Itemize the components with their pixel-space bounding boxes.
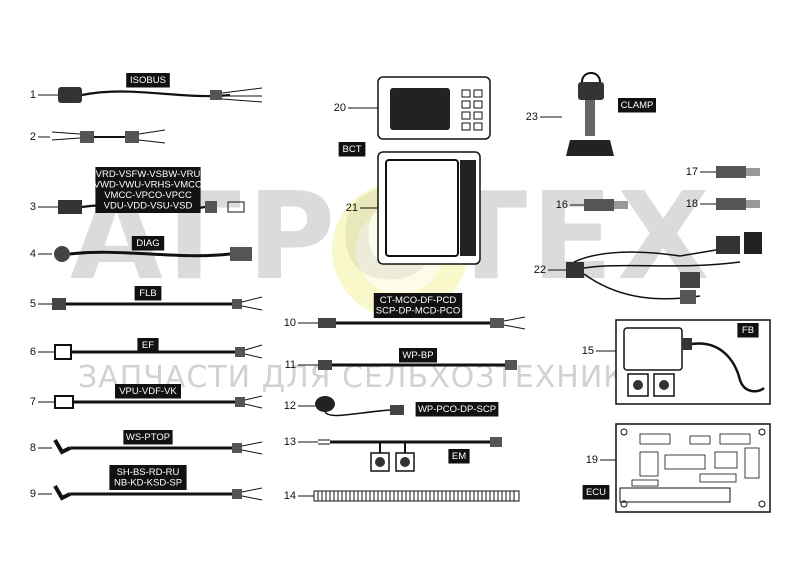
part-12-sensor-cable	[298, 396, 404, 417]
part-tag-line: EF	[142, 340, 154, 351]
part-number-23: 23	[526, 111, 538, 123]
part-tag-line: BCT	[343, 144, 362, 155]
part-number-12: 12	[284, 400, 296, 412]
part-tag-line: CLAMP	[621, 100, 654, 111]
part-tag-5: FLB	[134, 286, 162, 301]
part-tag-12: WP-PCO-DP-SCP	[415, 402, 499, 417]
part-tag-line: SCP-DP-MCD-PCO	[376, 306, 460, 317]
part-20-terminal-display	[348, 76, 491, 140]
part-1-isobus-cable	[38, 87, 263, 103]
part-10-cable	[298, 316, 526, 330]
part-tag-1: ISOBUS	[126, 73, 170, 88]
part-number-7: 7	[30, 396, 36, 408]
part-tag-line: EM	[452, 451, 466, 462]
part-tag-23: CLAMP	[618, 98, 656, 113]
part-tag-4: DIAG	[131, 236, 165, 251]
part-number-18: 18	[686, 198, 698, 210]
part-number-17: 17	[686, 166, 698, 178]
part-tag-line: WS-PTOP	[126, 432, 170, 443]
part-tag-line: SH-BS-RD-RU	[117, 467, 180, 478]
part-23-clamp	[540, 72, 614, 156]
part-16-sensor	[570, 199, 628, 211]
part-7-cable	[38, 395, 263, 409]
part-tag-line: DIAG	[136, 238, 159, 249]
part-tag-15: FB	[737, 323, 759, 338]
part-14-corrugated-hose	[298, 490, 520, 502]
part-number-14: 14	[284, 490, 296, 502]
part-9-cable	[38, 484, 263, 501]
part-number-13: 13	[284, 436, 296, 448]
part-13-em-cable	[298, 437, 502, 472]
part-tag-8: WS-PTOP	[123, 430, 173, 445]
part-number-8: 8	[30, 442, 36, 454]
part-tag-11: WP-BP	[399, 348, 437, 363]
part-tag-line: FLB	[139, 288, 156, 299]
part-tag-line: VRD-VSFW-VSBW-VRU	[96, 169, 201, 180]
part-tag-line: ISOBUS	[130, 75, 166, 86]
part-19-ecu-board	[600, 423, 771, 513]
part-tag-line: VMCC-VPCO-VPCC	[104, 190, 192, 201]
part-number-9: 9	[30, 488, 36, 500]
part-22-wiring-harness	[548, 232, 762, 304]
part-number-15: 15	[582, 345, 594, 357]
part-8-cable	[38, 438, 263, 455]
part-tag-3: VRD-VSFW-VSBW-VRUVWD-VWU-VRHS-VMCOVMCC-V…	[94, 167, 203, 213]
part-tag-line: ECU	[586, 487, 606, 498]
part-number-19: 19	[586, 454, 598, 466]
part-11-cable	[298, 360, 517, 370]
part-tag-19: ECU	[582, 485, 610, 500]
part-number-6: 6	[30, 346, 36, 358]
part-18-sensor	[700, 198, 760, 210]
part-tag-line: VDU-VDD-VSU-VSD	[104, 201, 193, 212]
part-number-2: 2	[30, 131, 36, 143]
part-4-diag-cable	[38, 246, 252, 262]
part-tag-line: WP-BP	[402, 350, 433, 361]
part-number-10: 10	[284, 317, 296, 329]
part-17-sensor	[700, 166, 760, 178]
part-21-terminal-display	[360, 151, 481, 265]
part-tag-line: NB-KD-KSD-SP	[114, 478, 182, 489]
part-2-cable	[38, 129, 166, 144]
part-number-11: 11	[285, 359, 296, 371]
part-tag-6: EF	[137, 338, 159, 353]
part-number-16: 16	[556, 199, 568, 211]
part-tag-line: VPU-VDF-VK	[119, 386, 177, 397]
part-number-22: 22	[534, 264, 546, 276]
part-number-21: 21	[346, 202, 358, 214]
part-number-5: 5	[30, 298, 36, 310]
part-tag-20: BCT	[338, 142, 366, 157]
part-tag-7: VPU-VDF-VK	[115, 384, 181, 399]
part-tag-13: EM	[448, 449, 470, 464]
part-tag-line: FB	[742, 325, 754, 336]
part-tag-line: VWD-VWU-VRHS-VMCO	[94, 180, 203, 191]
part-number-20: 20	[334, 102, 346, 114]
part-number-3: 3	[30, 201, 36, 213]
part-5-flb-cable	[38, 296, 263, 311]
part-number-1: 1	[30, 89, 36, 101]
part-number-4: 4	[30, 248, 36, 260]
part-tag-line: CT-MCO-DF-PCD	[380, 295, 457, 306]
part-tag-line: WP-PCO-DP-SCP	[418, 404, 496, 415]
